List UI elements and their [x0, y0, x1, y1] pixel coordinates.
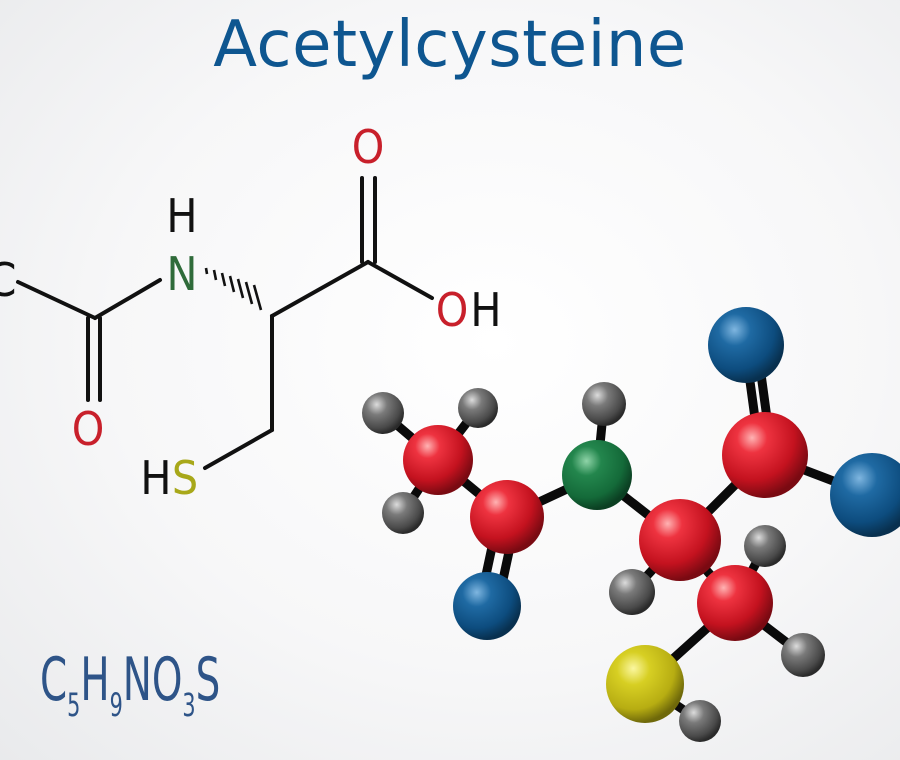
- formula-element: H: [80, 645, 110, 715]
- formula-subscript: 3: [182, 686, 196, 724]
- bond-alpha-carboxyl: [270, 260, 370, 318]
- formula-element: O: [151, 645, 183, 715]
- atom-o-carbonyl: O: [72, 402, 105, 456]
- bond-carboxyl-oh: [366, 260, 434, 300]
- atom-ball-c: [639, 499, 721, 581]
- atom-ball-h: [781, 633, 825, 677]
- atom-ball-h: [609, 569, 655, 615]
- atom-ball-h: [362, 392, 404, 434]
- formula-element: S: [195, 645, 221, 715]
- hashed-wedge-bond: [204, 267, 263, 311]
- atom-ball-o: [453, 572, 521, 640]
- atom-hs-s: S: [172, 451, 198, 505]
- bond-ch2-s: [203, 428, 274, 470]
- atom-oh-o: O: [436, 283, 469, 337]
- page-title: Acetylcysteine: [213, 8, 687, 82]
- atom-ball-c: [697, 565, 773, 641]
- formula-element: N: [122, 645, 152, 715]
- atom-ball-h: [458, 388, 498, 428]
- formula-subscript: 5: [67, 686, 81, 724]
- skeletal-structure: [16, 176, 434, 470]
- atom-hs-h: H: [140, 451, 171, 505]
- atom-oh-h: H: [470, 283, 501, 337]
- atom-ball-c: [722, 412, 808, 498]
- atom-ball-h: [382, 492, 424, 534]
- atom-ball-c: [470, 480, 544, 554]
- atom-ball-h: [582, 382, 626, 426]
- atom-n: N: [167, 247, 198, 301]
- ball-and-stick-atoms: [362, 307, 900, 742]
- formula-element: C: [40, 645, 68, 715]
- atom-ball-n: [562, 440, 632, 510]
- molecular-formula: C5H9NO3S: [40, 650, 220, 721]
- bond-carbonyl-n: [93, 278, 162, 320]
- atom-ball-h: [679, 700, 721, 742]
- atom-c: C: [0, 253, 16, 307]
- atom-ball-s: [606, 645, 684, 723]
- atom-ball-o: [708, 307, 784, 383]
- atom-ball-c: [403, 425, 473, 495]
- formula-subscript: 9: [109, 686, 123, 724]
- atom-ball-o: [830, 453, 900, 537]
- atom-ball-h: [744, 525, 786, 567]
- bond-c-carbonyl: [16, 280, 97, 320]
- atom-o-carboxyl: O: [352, 120, 385, 174]
- atom-n-h: H: [166, 189, 197, 243]
